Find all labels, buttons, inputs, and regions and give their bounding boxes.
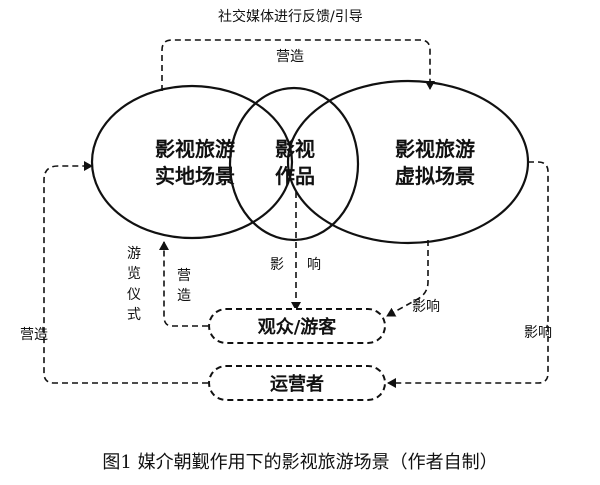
left-circle-line1: 影视旅游 [155, 137, 235, 161]
figure-caption: 图1 媒介朝觐作用下的影视旅游场景（作者自制） [102, 452, 498, 473]
right-to-operator-arrow [387, 161, 549, 388]
right-to-audience-arrow [386, 240, 429, 317]
left-circle-text: 影视旅游 实地场景 [110, 136, 280, 190]
tour-ritual-label: 游览仪式 [127, 246, 141, 323]
influence-right-char: 响 [307, 257, 321, 273]
influence-left-char: 影 [270, 257, 284, 273]
middle-circle-line2: 作品 [275, 164, 315, 188]
middle-circle-line1: 影视 [275, 137, 315, 161]
influence-far-label: 影响 [524, 325, 552, 341]
middle-circle-text: 影视 作品 [260, 136, 330, 190]
middle-circle [228, 86, 360, 242]
top-feedback-arrow [161, 39, 435, 91]
operator-to-left-arrow [43, 161, 208, 384]
left-circle-line2: 实地场景 [155, 164, 235, 188]
operator-box: 运营者 [208, 365, 386, 401]
top-feedback-label: 社交媒体进行反馈/引导 [218, 9, 363, 25]
right-circle-line1: 影视旅游 [395, 137, 475, 161]
influence-small-label: 影响 [412, 299, 440, 315]
audience-to-left-arrow [159, 241, 208, 327]
top-create-label: 营造 [276, 49, 304, 65]
right-circle-line2: 虚拟场景 [395, 164, 475, 188]
create-left-label: 营造 [20, 327, 48, 343]
right-circle-text: 影视旅游 虚拟场景 [360, 136, 510, 190]
audience-box: 观众/游客 [208, 308, 386, 344]
create-short-label: 营造 [177, 268, 191, 305]
